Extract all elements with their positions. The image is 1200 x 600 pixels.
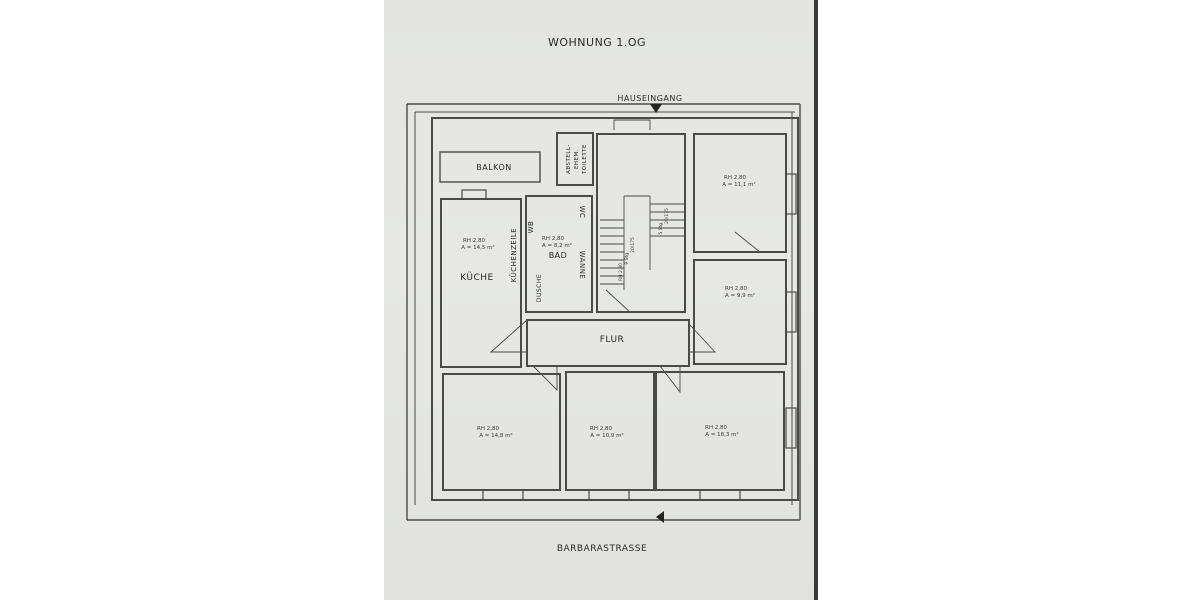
label-wc: WC [578,206,586,219]
bottom-right-rh: RH 2,80 [705,425,727,431]
top-right-rh: RH 2,80 [724,175,746,181]
plan-title: WOHNUNG 1.OG [548,36,646,49]
windows-right [785,173,797,449]
room-mid-right [693,259,787,365]
room-abstell [556,132,594,186]
bottom-left-area: A = 14,8 m² [479,432,512,439]
label-flur: FLUR [600,335,625,345]
staircase [596,133,686,313]
mid-right-area: A = 9,9 m² [725,292,755,299]
bottom-mid-area: A = 10,9 m² [590,432,623,439]
room-bottom-right [655,371,785,491]
street-label: BARBARASTRASSE [557,544,647,554]
top-right-area: A = 11,1 m² [722,181,755,188]
stair-note-c: 5 Stg. [658,221,664,234]
bad-rh: RH 2,80 [542,236,564,242]
bad-area: A = 8,2 m² [542,242,572,249]
room-kueche [440,198,522,368]
label-wb: WB [527,221,535,234]
street-entrance-arrow-icon [656,511,664,523]
windows-bottom [461,189,741,501]
stair-note-e: RH 2,80 [618,263,624,281]
room-bottom-left [442,373,561,491]
kueche-area: A = 14,5 m² [461,244,494,251]
door-swings [489,119,762,394]
label-dusche: DUSCHE [536,274,543,302]
label-wanne: WANNE [578,251,586,280]
stair-note-d: 20/175 [664,208,670,224]
entrance-arrow-icon [650,104,662,113]
label-balkon: BALKON [476,163,512,172]
label-abstell: ABSTELL- [566,144,572,174]
label-bad: BAD [549,251,568,260]
bottom-mid-rh: RH 2,80 [590,426,612,432]
stair-note-b: 20/175 [630,237,636,253]
label-kueche: KÜCHE [460,272,494,283]
label-toilette: TOILETTE [582,144,588,175]
stair-treads [600,195,685,290]
label-kuechenzeile: KÜCHENZEILE [509,228,518,282]
room-bad [525,195,593,313]
stair-note-a: 9 Stg. [624,251,630,264]
label-ehem: EHEM. [574,149,580,169]
bottom-right-area: A = 18,3 m² [705,431,738,438]
sheet-edge-shadow [814,0,818,600]
bottom-left-rh: RH 2,80 [477,426,499,432]
room-top-right [693,133,787,253]
kueche-rh: RH 2,80 [463,238,485,244]
mid-right-rh: RH 2,80 [725,286,747,292]
balcony [439,151,541,183]
entrance-label: HAUSEINGANG [617,94,682,103]
